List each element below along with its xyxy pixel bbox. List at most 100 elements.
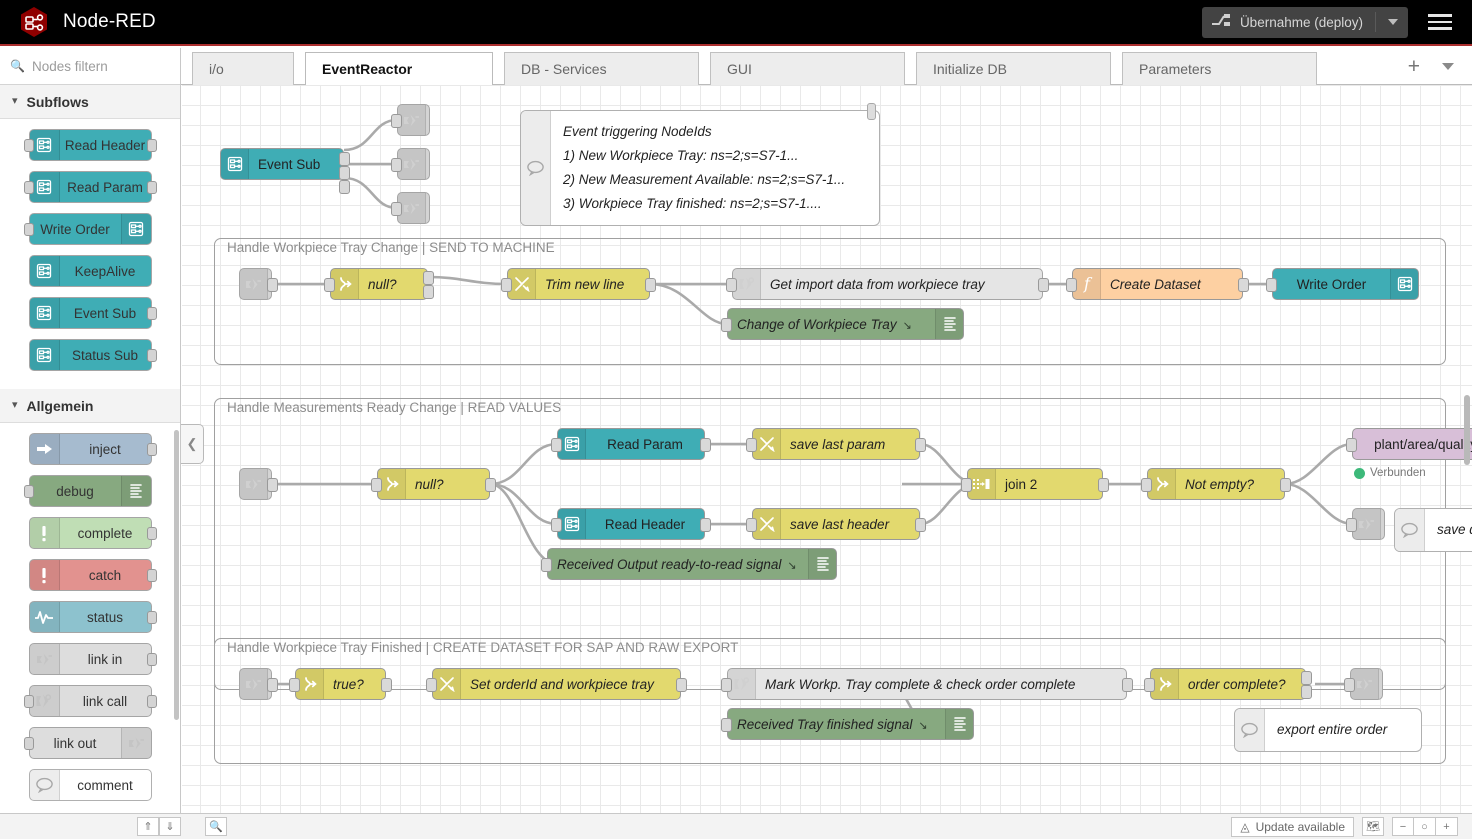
node-output-port[interactable] <box>147 443 157 456</box>
node-output-port[interactable] <box>147 307 157 320</box>
palette-category-allgemein[interactable]: ▾Allgemein <box>0 389 180 423</box>
flow-group[interactable]: Handle Workpiece Tray Change | SEND TO M… <box>214 238 1446 365</box>
tab-db-services[interactable]: DB - Services <box>504 52 699 85</box>
node-link-call-get-import-data[interactable]: Get import data from workpiece tray <box>732 268 1043 300</box>
node-output-port[interactable] <box>423 285 434 299</box>
node-output-port[interactable] <box>915 518 926 532</box>
plus-icon[interactable]: + <box>1408 56 1420 77</box>
palette-node-status[interactable]: status <box>29 601 152 633</box>
node-change-save-last-param[interactable]: save last param <box>752 428 920 460</box>
node-output-port[interactable] <box>147 527 157 540</box>
node-subflow-read-param[interactable]: Read Param <box>557 428 705 460</box>
node-debug-received-output-ready[interactable]: Received Output ready-to-read signal↘ <box>547 548 837 580</box>
node-link-out[interactable] <box>397 148 430 180</box>
node-comment-save-dataset-to-cache[interactable]: save dataset to cache <box>1394 508 1472 552</box>
node-change-save-last-header[interactable]: save last header <box>752 508 920 540</box>
palette-node-write-order[interactable]: Write Order <box>29 213 152 245</box>
tab-eventreactor[interactable]: EventReactor <box>305 52 493 85</box>
node-switch-null[interactable]: null? <box>377 468 490 500</box>
hamburger-menu-icon[interactable] <box>1424 10 1456 34</box>
node-input-port[interactable] <box>1346 518 1357 532</box>
palette-node-link-call[interactable]: link call <box>29 685 152 717</box>
node-link-in[interactable] <box>239 668 272 700</box>
palette-node-status-sub[interactable]: Status Sub <box>29 339 152 371</box>
node-input-port[interactable] <box>289 678 300 692</box>
node-input-port[interactable] <box>426 678 437 692</box>
node-input-port[interactable] <box>324 278 335 292</box>
palette-node-catch[interactable]: catch <box>29 559 152 591</box>
node-subflow-read-header[interactable]: Read Header <box>557 508 705 540</box>
node-input-port[interactable] <box>1344 678 1355 692</box>
node-output-port[interactable] <box>147 181 157 194</box>
node-input-port[interactable] <box>551 518 562 532</box>
node-output-port[interactable] <box>147 611 157 624</box>
tab-initialize-db[interactable]: Initialize DB <box>916 52 1111 85</box>
scroll-down-button[interactable]: ⇓ <box>159 817 181 836</box>
node-switch-order-complete[interactable]: order complete? <box>1150 668 1306 700</box>
node-input-port[interactable] <box>721 678 732 692</box>
node-input-port[interactable] <box>391 114 402 128</box>
palette-node-keepalive[interactable]: KeepAlive <box>29 255 152 287</box>
node-link-in[interactable] <box>239 468 272 500</box>
scroll-up-button[interactable]: ⇑ <box>137 817 159 836</box>
node-input-port[interactable] <box>541 558 552 572</box>
node-output-port[interactable] <box>381 678 392 692</box>
node-input-port[interactable] <box>1266 278 1277 292</box>
search-input[interactable] <box>32 59 172 74</box>
node-input-port[interactable] <box>746 518 757 532</box>
node-input-port[interactable] <box>371 478 382 492</box>
node-comment-export-entire-order[interactable]: export entire order <box>1234 708 1422 752</box>
node-output-port[interactable] <box>339 152 350 166</box>
node-output-port[interactable] <box>147 653 157 666</box>
update-available-button[interactable]: ◬ Update available <box>1231 817 1354 837</box>
palette-node-link-out[interactable]: link out <box>29 727 152 759</box>
node-link-out[interactable] <box>397 104 430 136</box>
node-input-port[interactable] <box>1141 478 1152 492</box>
zoom-reset-button[interactable]: ○ <box>1414 817 1436 836</box>
node-link-out[interactable] <box>397 192 430 224</box>
node-change-set-orderid[interactable]: Set orderId and workpiece tray <box>432 668 681 700</box>
node-input-port[interactable] <box>1346 438 1357 452</box>
node-output-port[interactable] <box>485 478 496 492</box>
node-input-port[interactable] <box>24 181 34 194</box>
palette-node-complete[interactable]: complete <box>29 517 152 549</box>
node-join-2[interactable]: join 2 <box>967 468 1103 500</box>
node-output-port[interactable] <box>147 139 157 152</box>
flow-canvas[interactable]: Event Sub Event triggering NodeIds1) New… <box>182 85 1472 813</box>
node-output-port[interactable] <box>645 278 656 292</box>
tab-parameters[interactable]: Parameters <box>1122 52 1317 85</box>
canvas-search-button[interactable]: 🔍 <box>205 817 227 836</box>
node-output-port[interactable] <box>915 438 926 452</box>
node-input-port[interactable] <box>391 202 402 216</box>
node-output-port[interactable] <box>267 678 278 692</box>
deploy-button[interactable]: Übernahme (deploy) <box>1202 7 1408 38</box>
node-output-port[interactable] <box>339 166 350 180</box>
node-input-port[interactable] <box>24 223 34 236</box>
node-debug-change-of-workpiece-tray[interactable]: Change of Workpiece Tray↘ <box>727 308 964 340</box>
node-link-call-mark-workp-tray-complete[interactable]: Mark Workp. Tray complete & check order … <box>727 668 1127 700</box>
palette-node-debug[interactable]: debug <box>29 475 152 507</box>
node-output-port[interactable] <box>147 695 157 708</box>
node-subflow-write-order[interactable]: Write Order <box>1272 268 1419 300</box>
node-function-create-dataset[interactable]: fCreate Dataset <box>1072 268 1243 300</box>
node-input-port[interactable] <box>24 695 34 708</box>
palette-node-link-in[interactable]: link in <box>29 643 152 675</box>
node-input-port[interactable] <box>501 278 512 292</box>
node-input-port[interactable] <box>746 438 757 452</box>
node-output-port[interactable] <box>423 271 434 285</box>
node-change-trim-new-line[interactable]: Trim new line <box>507 268 650 300</box>
palette-node-read-param[interactable]: Read Param <box>29 171 152 203</box>
node-input-port[interactable] <box>1066 278 1077 292</box>
node-input-port[interactable] <box>551 438 562 452</box>
node-input-port[interactable] <box>721 318 732 332</box>
node-link-out[interactable] <box>1352 508 1385 540</box>
node-link-in[interactable] <box>239 268 272 300</box>
node-output-port[interactable] <box>1280 478 1291 492</box>
node-switch-null[interactable]: null? <box>330 268 428 300</box>
palette-scrollbar[interactable] <box>174 430 179 720</box>
node-output-port[interactable] <box>147 349 157 362</box>
palette-node-inject[interactable]: inject <box>29 433 152 465</box>
chevron-down-icon[interactable] <box>1442 63 1454 70</box>
node-output-port[interactable] <box>1098 478 1109 492</box>
tab-gui[interactable]: GUI <box>710 52 905 85</box>
